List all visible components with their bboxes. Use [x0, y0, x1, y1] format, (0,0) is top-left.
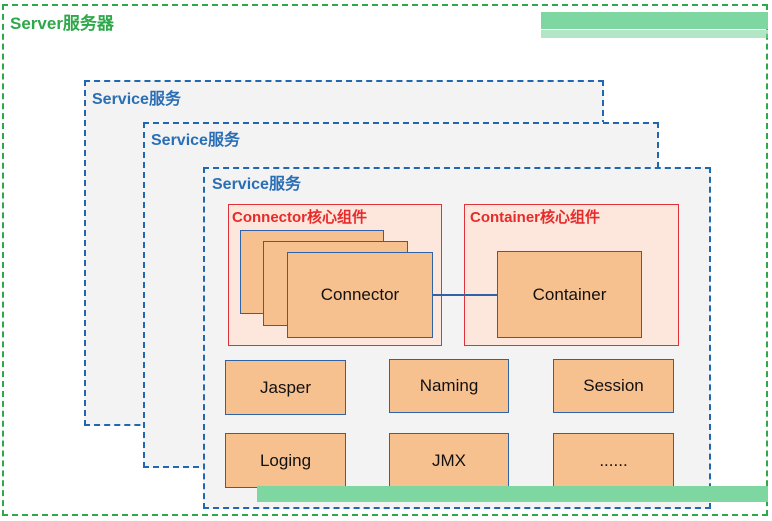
service-title-back: Service服务	[92, 91, 181, 108]
service-title-front: Service服务	[212, 176, 301, 193]
top-right-bar-lower	[541, 30, 768, 38]
connector-group-title: Connector核心组件	[232, 209, 368, 226]
session-box: Session	[553, 359, 674, 413]
connector-container-link	[433, 294, 497, 296]
container-group-title: Container核心组件	[470, 209, 601, 226]
server-title: Server服务器	[10, 14, 114, 33]
jasper-box: Jasper	[225, 360, 346, 415]
bottom-bar	[257, 486, 768, 502]
service-title-middle: Service服务	[151, 132, 240, 149]
naming-box: Naming	[389, 359, 509, 413]
loging-box: Loging	[225, 433, 346, 488]
top-right-bar	[541, 12, 768, 29]
server-frame	[2, 4, 768, 516]
connector-box: Connector	[287, 252, 433, 338]
jmx-box: JMX	[389, 433, 509, 488]
container-box: Container	[497, 251, 642, 338]
more-box: ......	[553, 433, 674, 488]
